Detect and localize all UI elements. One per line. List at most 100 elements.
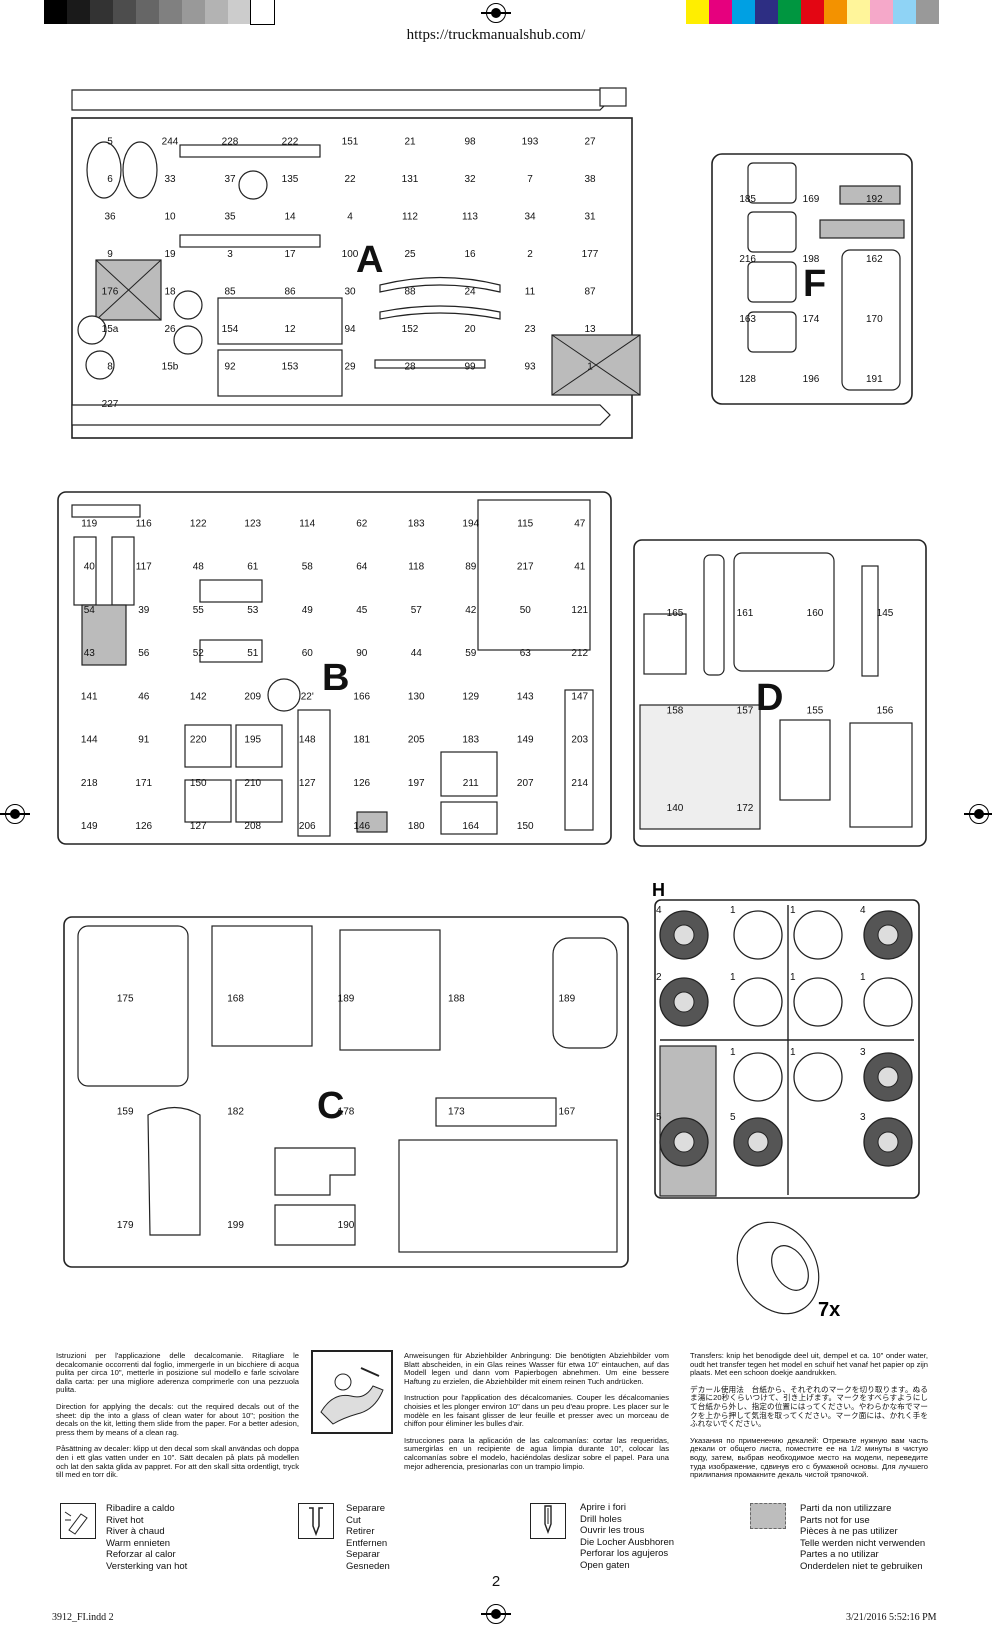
part-number-label: 216	[739, 254, 756, 265]
part-number-label: 51	[247, 648, 259, 659]
part-number-label: 86	[284, 286, 296, 297]
page-number: 2	[491, 1573, 501, 1590]
wheel-part	[863, 977, 913, 1027]
sprue-c-letter: C	[317, 1085, 344, 1127]
part-number-label: 117	[136, 562, 152, 573]
header-url[interactable]: https://truckmanualshub.com/	[406, 27, 586, 43]
part-number-label: 88	[404, 286, 416, 297]
part-number-label: 206	[299, 821, 316, 832]
decal-instructions-col3: Transfers: knip het benodigde deel uit, …	[690, 1351, 928, 1488]
part-number-label: 179	[117, 1220, 134, 1231]
part-number-label: 135	[282, 174, 299, 185]
wheel-hub	[877, 1066, 899, 1088]
part-number-label: 148	[299, 735, 316, 746]
part-number-label: 189	[338, 993, 355, 1004]
process-color-bar	[686, 0, 939, 24]
part-number-label: 122	[190, 518, 207, 529]
part-number-label: 172	[737, 803, 754, 814]
part-number-label: 123	[244, 518, 261, 529]
part-number-label: 15a	[102, 324, 119, 335]
part-number-label: 183	[408, 518, 425, 529]
wheel-number-label: 3	[860, 1047, 866, 1058]
part-number-label: 207	[517, 778, 534, 789]
part-number-label: 149	[517, 735, 534, 746]
part-number-label: 159	[117, 1107, 134, 1118]
instructions-spanish: Istrucciones para la aplicación de las c…	[404, 1435, 669, 1471]
part-number-label: 92	[224, 361, 236, 372]
part-number-label: 58	[302, 562, 314, 573]
part-number-label: 91	[138, 735, 150, 746]
part-number-label: 85	[224, 286, 236, 297]
part-number-label: 189	[558, 993, 575, 1004]
part-number-label: 127	[299, 778, 316, 789]
part-number-label: 89	[465, 562, 477, 573]
part-number-label: 169	[803, 194, 820, 205]
part-number-label: 160	[807, 608, 824, 619]
part-number-label: 130	[408, 691, 425, 702]
part-number-label: 21	[404, 136, 416, 147]
gray-swatch	[228, 0, 251, 24]
decal-instructions-col2: Anweisungen für Abziehbilder Anbringung:…	[404, 1351, 669, 1479]
part-number-label: 25	[404, 249, 416, 260]
part-number-label: 43	[84, 648, 96, 659]
part-number-label: 45	[356, 605, 368, 616]
part-number-label: 49	[302, 605, 314, 616]
part-number-label: 62	[356, 518, 368, 529]
wheel-number-label: 1	[730, 905, 736, 916]
instructions-german: Anweisungen für Abziehbilder Anbringung:…	[404, 1351, 669, 1386]
wheel-part	[793, 910, 843, 960]
part-number-label: 152	[402, 324, 419, 335]
part-number-label: 93	[524, 361, 536, 372]
part-number-label: 100	[342, 249, 359, 260]
process-swatch	[709, 0, 732, 24]
part-number-label: 13	[584, 324, 596, 335]
part-number-label: 56	[138, 648, 150, 659]
wheel-part	[733, 977, 783, 1027]
part-number-label: 126	[135, 821, 152, 832]
part-number-label: 17	[284, 249, 296, 260]
wheel-part	[733, 910, 783, 960]
part-number-label: 165	[667, 608, 684, 619]
part-number-label: 173	[448, 1107, 465, 1118]
part-number-label: 37	[224, 174, 236, 185]
part-number-label: 178	[338, 1107, 355, 1118]
part-number-label: 195	[244, 735, 261, 746]
gray-swatch	[182, 0, 205, 24]
gray-swatch	[113, 0, 136, 24]
part-number-label: 44	[411, 648, 423, 659]
wheel-hub	[673, 924, 695, 946]
part-number-label: 60	[302, 648, 314, 659]
part-number-label: 39	[138, 605, 150, 616]
wheel-hub	[877, 1131, 899, 1153]
part-number-label: 112	[402, 211, 418, 222]
part-number-label: 129	[462, 691, 479, 702]
part-number-label: 90	[356, 648, 368, 659]
wheel-hub	[673, 1131, 695, 1153]
process-swatch	[870, 0, 893, 24]
part-number-label: 8	[107, 361, 113, 372]
part-number-label: 54	[84, 605, 96, 616]
instructions-english: Direction for applying the decals: cut t…	[56, 1401, 299, 1437]
part-number-label: 203	[571, 735, 588, 746]
part-number-label: 42	[465, 605, 477, 616]
part-number-label: 141	[81, 691, 98, 702]
part-number-label: 214	[571, 778, 588, 789]
gray-swatch	[250, 0, 275, 25]
wheel-number-label: 2	[656, 972, 662, 983]
sprue-d-letter: D	[756, 677, 783, 719]
part-number-label: 94	[344, 324, 356, 335]
part-number-label: 128	[739, 374, 756, 385]
part-number-label: 23	[524, 324, 536, 335]
part-number-label: 119	[81, 518, 97, 529]
part-number-label: 183	[462, 735, 479, 746]
decal-instructions-col1: Istruzioni per l'applicazione delle deca…	[56, 1351, 299, 1488]
part-number-label: 41	[574, 562, 586, 573]
part-number-label: 19	[164, 249, 176, 260]
part-number-label: 180	[408, 821, 425, 832]
